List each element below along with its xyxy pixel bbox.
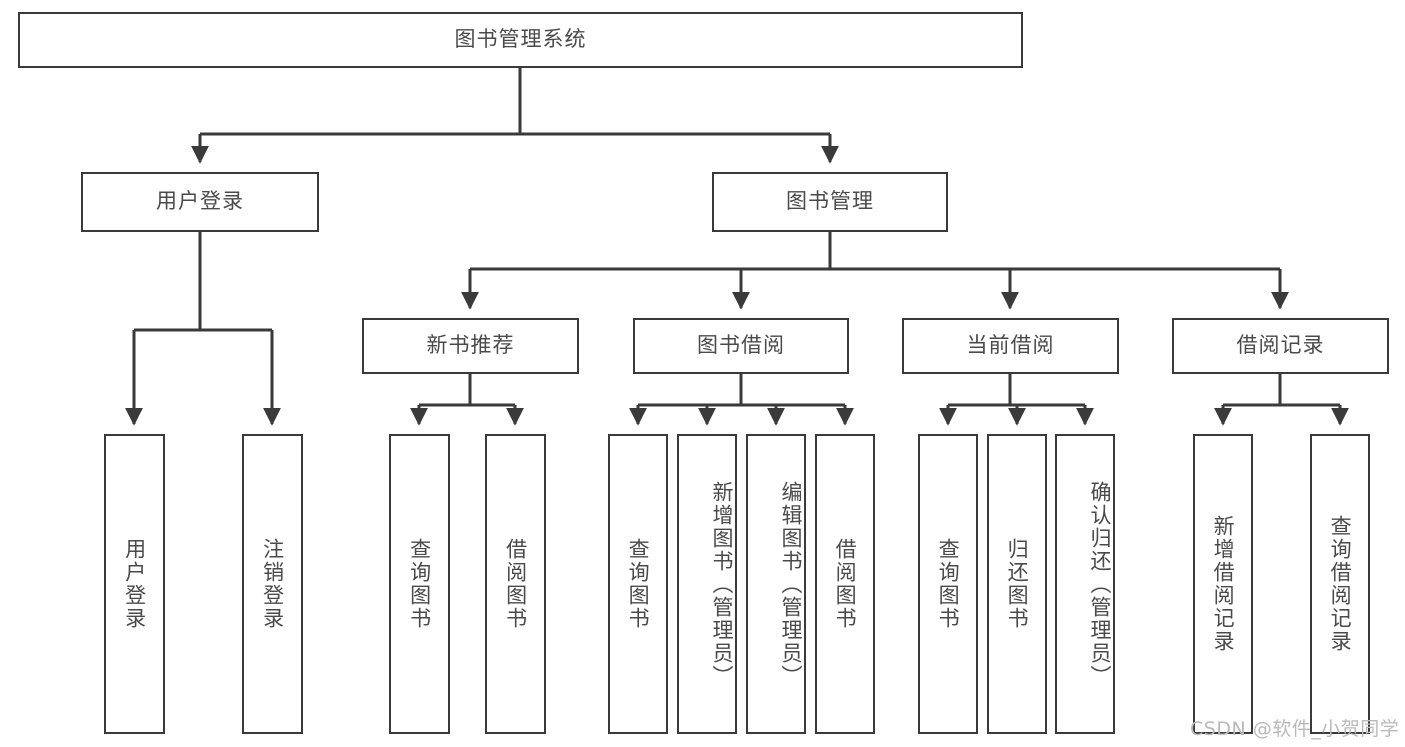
- node-new-book-recommend[interactable]: 新书推荐: [362, 318, 579, 374]
- node-root-system[interactable]: 图书管理系统: [18, 12, 1023, 68]
- node-borrow-record[interactable]: 借阅记录: [1172, 318, 1389, 374]
- node-leaf-borrow-book[interactable]: 借阅图书: [815, 434, 875, 734]
- node-leaf-query-book[interactable]: 查询图书: [608, 434, 668, 734]
- node-leaf-edit-book-admin[interactable]: 编辑图书（管理员）: [746, 434, 806, 734]
- node-leaf-return-book[interactable]: 归还图书: [987, 434, 1047, 734]
- node-book-manage[interactable]: 图书管理: [712, 172, 948, 232]
- node-leaf-borrow-book-recommend[interactable]: 借阅图书: [485, 434, 546, 734]
- node-user-login[interactable]: 用户登录: [81, 172, 319, 232]
- csdn-watermark: CSDN @软件_小贺同学: [1190, 718, 1400, 740]
- node-leaf-confirm-return-admin[interactable]: 确认归还（管理员）: [1055, 434, 1115, 734]
- node-current-borrow[interactable]: 当前借阅: [902, 318, 1119, 374]
- node-leaf-add-book-admin[interactable]: 新增图书（管理员）: [677, 434, 737, 734]
- node-leaf-logout[interactable]: 注销登录: [242, 434, 303, 734]
- node-leaf-query-book-current[interactable]: 查询图书: [918, 434, 978, 734]
- node-leaf-query-borrow-record[interactable]: 查询借阅记录: [1310, 434, 1370, 734]
- node-leaf-query-book-recommend[interactable]: 查询图书: [389, 434, 450, 734]
- node-leaf-user-login[interactable]: 用户登录: [104, 434, 165, 734]
- node-leaf-add-borrow-record[interactable]: 新增借阅记录: [1193, 434, 1253, 734]
- node-book-borrow[interactable]: 图书借阅: [633, 318, 849, 374]
